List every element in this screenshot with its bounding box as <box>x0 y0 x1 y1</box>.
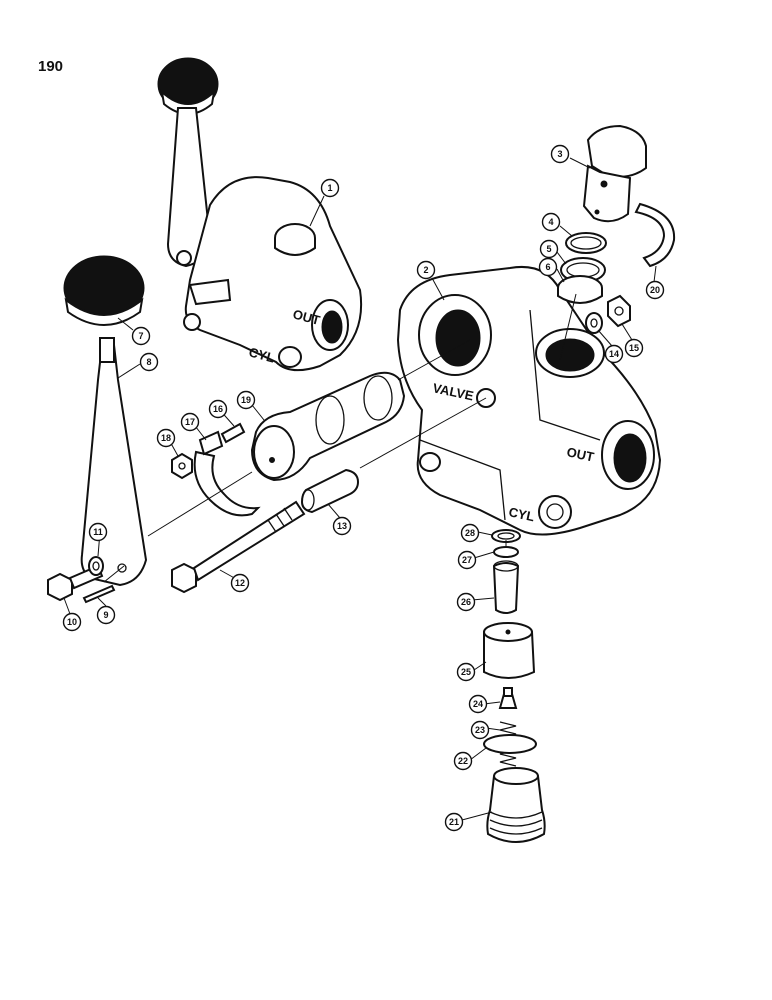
sleeve-part-13 <box>300 468 360 514</box>
callout-7: 7 <box>131 326 151 346</box>
svg-text:10: 10 <box>67 617 77 627</box>
washer-part-14 <box>585 312 603 334</box>
callout-5: 5 <box>539 239 559 259</box>
callout-8: 8 <box>139 352 159 372</box>
pin-part-9 <box>82 584 116 604</box>
svg-text:18: 18 <box>161 433 171 443</box>
svg-text:24: 24 <box>473 699 483 709</box>
valve-body-part-2 <box>396 266 662 536</box>
callout-19: 19 <box>236 390 256 410</box>
lever-part-8 <box>80 337 148 587</box>
svg-text:27: 27 <box>462 555 472 565</box>
callout-4: 4 <box>541 212 561 232</box>
o-ring-part-22 <box>483 734 537 754</box>
leader-lines <box>63 157 657 821</box>
callout-3: 3 <box>550 144 570 164</box>
callout-15: 15 <box>624 338 644 358</box>
svg-text:9: 9 <box>103 610 108 620</box>
casting-label-out-large: OUT <box>565 444 595 464</box>
piston-part-25 <box>483 622 536 679</box>
plunger-part-26 <box>492 560 520 614</box>
svg-text:17: 17 <box>185 417 195 427</box>
bolt-part-16 <box>220 422 246 444</box>
callout-23: 23 <box>470 720 490 740</box>
casting-label-cyl-large: CYL <box>507 504 536 524</box>
plug-part-3 <box>582 124 647 223</box>
svg-text:7: 7 <box>138 331 143 341</box>
callout-13: 13 <box>332 516 352 536</box>
svg-text:6: 6 <box>545 262 550 272</box>
page-number: 190 <box>38 58 64 75</box>
svg-text:3: 3 <box>557 149 562 159</box>
callout-2: 2 <box>416 260 436 280</box>
bolt-part-12 <box>171 500 306 594</box>
callout-18: 18 <box>156 428 176 448</box>
casting-label-cyl-small: CYL <box>247 344 276 365</box>
clevis-part-17 <box>193 430 261 517</box>
svg-text:12: 12 <box>235 578 245 588</box>
svg-text:28: 28 <box>465 528 475 538</box>
callout-14: 14 <box>604 344 624 364</box>
o-ring-part-4 <box>565 232 607 254</box>
callout-24: 24 <box>468 694 488 714</box>
callout-10: 10 <box>62 612 82 632</box>
callout-16: 16 <box>208 399 228 419</box>
snap-ring-part-20 <box>634 202 676 268</box>
svg-text:26: 26 <box>461 597 471 607</box>
callout-22: 22 <box>453 751 473 771</box>
callout-17: 17 <box>180 412 200 432</box>
svg-text:22: 22 <box>458 756 468 766</box>
svg-text:13: 13 <box>337 521 347 531</box>
svg-text:21: 21 <box>449 817 459 827</box>
svg-text:23: 23 <box>475 725 485 735</box>
ring-part-28 <box>491 529 521 543</box>
svg-text:16: 16 <box>213 404 223 414</box>
callout-25: 25 <box>456 662 476 682</box>
callout-1: 1 <box>320 178 340 198</box>
svg-text:20: 20 <box>650 285 660 295</box>
svg-text:11: 11 <box>93 527 103 537</box>
svg-text:8: 8 <box>146 357 151 367</box>
callout-21: 21 <box>444 812 464 832</box>
callout-6: 6 <box>538 257 558 277</box>
seat-part-6 <box>557 275 603 304</box>
spool-part-19 <box>250 371 406 482</box>
svg-text:25: 25 <box>461 667 471 677</box>
nut-part-15 <box>607 294 631 328</box>
casting-label-out-small: OUT <box>291 306 321 328</box>
svg-text:15: 15 <box>629 343 639 353</box>
callout-11: 11 <box>88 522 108 542</box>
callout-27: 27 <box>457 550 477 570</box>
svg-text:2: 2 <box>423 265 428 275</box>
svg-text:5: 5 <box>546 244 551 254</box>
valve-assembly-part-1 <box>157 57 363 372</box>
washer-part-11 <box>88 556 104 576</box>
ring-part-27 <box>493 546 519 558</box>
cap-part-21 <box>486 767 546 843</box>
callout-12: 12 <box>230 573 250 593</box>
knob-part-7 <box>63 255 145 326</box>
callout-20: 20 <box>645 280 665 300</box>
svg-text:1: 1 <box>327 183 332 193</box>
nut-part-18 <box>171 452 193 480</box>
callout-26: 26 <box>456 592 476 612</box>
svg-text:14: 14 <box>609 349 619 359</box>
callout-9: 9 <box>96 605 116 625</box>
svg-text:19: 19 <box>241 395 251 405</box>
svg-text:4: 4 <box>548 217 553 227</box>
poppet-part-24 <box>498 687 518 709</box>
callout-28: 28 <box>460 523 480 543</box>
